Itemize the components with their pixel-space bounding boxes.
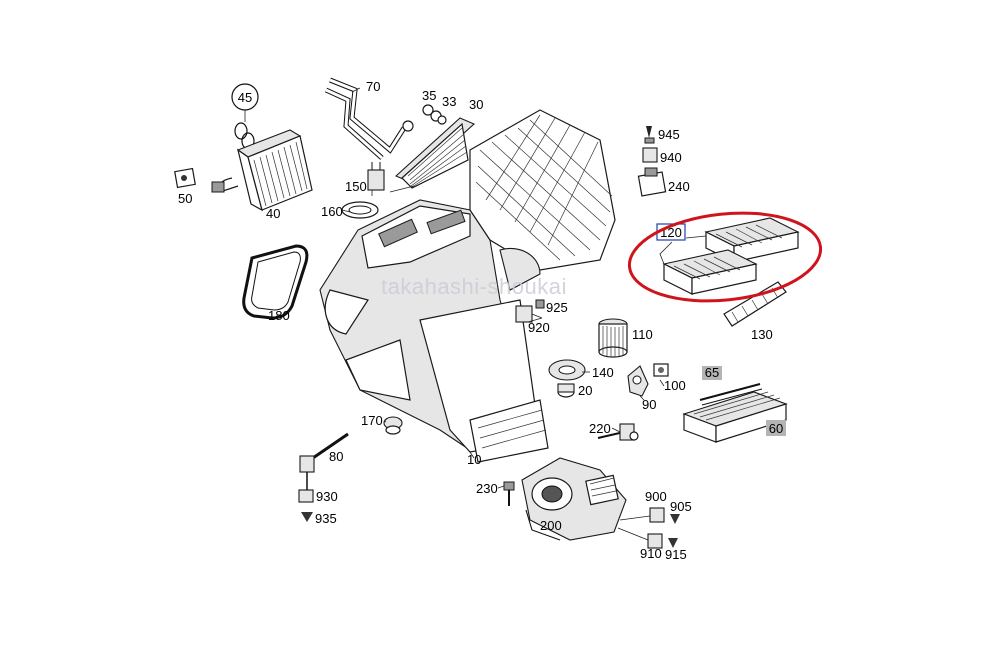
callout-920: 920 bbox=[528, 320, 550, 335]
part-65-strip bbox=[699, 366, 763, 406]
part-20-cap bbox=[557, 383, 575, 398]
callout-140: 140 bbox=[592, 365, 614, 380]
callout-170: 170 bbox=[361, 413, 383, 428]
callout-220: 220 bbox=[589, 421, 611, 436]
part-935-screw bbox=[301, 512, 313, 522]
part-90-actuator bbox=[627, 365, 649, 397]
part-240-actuator bbox=[637, 167, 667, 197]
callout-200: 200 bbox=[540, 518, 562, 533]
callout-labels: 45 70 35 33 30 945 940 240 50 40 150 160… bbox=[178, 79, 783, 562]
part-140-ring bbox=[548, 359, 586, 381]
part-100-sensor bbox=[653, 363, 669, 377]
callout-150: 150 bbox=[345, 179, 367, 194]
part-110-filter-element bbox=[598, 318, 628, 358]
part-915-screw bbox=[668, 538, 678, 548]
part-40-evaporator bbox=[211, 129, 313, 212]
part-900-plug bbox=[619, 507, 665, 523]
callout-100: 100 bbox=[664, 378, 686, 393]
part-925-clip bbox=[535, 299, 545, 309]
part-930-plug bbox=[298, 489, 314, 503]
callout-930: 930 bbox=[316, 489, 338, 504]
callout-110: 110 bbox=[632, 327, 653, 342]
part-150-sensor bbox=[367, 162, 385, 191]
callout-905: 905 bbox=[670, 499, 692, 514]
part-130-filter-frame bbox=[723, 281, 787, 327]
part-920-sensor bbox=[515, 305, 543, 323]
callout-910: 910 bbox=[640, 546, 662, 561]
part-70-pipes bbox=[324, 77, 414, 160]
part-60-filter bbox=[682, 391, 788, 443]
callout-130: 130 bbox=[751, 327, 773, 342]
callout-230: 230 bbox=[476, 481, 498, 496]
part-120-cabin-filters bbox=[659, 217, 800, 295]
part-10-hvac-housing bbox=[319, 109, 616, 463]
callout-20: 20 bbox=[578, 383, 592, 398]
callout-240: 240 bbox=[668, 179, 690, 194]
callout-70: 70 bbox=[366, 79, 380, 94]
callout-180: 180 bbox=[268, 308, 290, 323]
part-945-screw bbox=[644, 126, 655, 144]
callout-945: 945 bbox=[658, 127, 680, 142]
part-30-heater-core bbox=[394, 117, 476, 189]
part-80-sensor-rod bbox=[299, 432, 349, 490]
callout-30: 30 bbox=[469, 97, 483, 112]
part-50-block bbox=[174, 167, 196, 189]
highlight-ellipse bbox=[627, 211, 823, 303]
watermark-text: takahashi-shoukai bbox=[381, 274, 567, 299]
callout-160: 160 bbox=[321, 204, 343, 219]
callout-80: 80 bbox=[329, 449, 343, 464]
part-45-seals bbox=[231, 83, 259, 150]
callout-10: 10 bbox=[467, 452, 481, 467]
part-220-sensor bbox=[597, 423, 639, 441]
part-940-plug bbox=[642, 147, 658, 163]
callout-935: 935 bbox=[315, 511, 337, 526]
callout-33: 33 bbox=[442, 94, 456, 109]
part-230-screw bbox=[503, 481, 515, 506]
part-35-33-clips bbox=[422, 104, 447, 125]
callout-940: 940 bbox=[660, 150, 682, 165]
callout-925: 925 bbox=[546, 300, 568, 315]
part-910-plug bbox=[617, 527, 663, 549]
callout-35: 35 bbox=[422, 88, 436, 103]
callout-40: 40 bbox=[266, 206, 280, 221]
part-180-seal bbox=[242, 244, 309, 320]
callout-65: 65 bbox=[705, 365, 719, 380]
callout-60: 60 bbox=[769, 421, 783, 436]
callout-50: 50 bbox=[178, 191, 192, 206]
part-905-screw bbox=[670, 514, 680, 524]
part-200-blower bbox=[521, 457, 627, 541]
callout-900: 900 bbox=[645, 489, 667, 504]
callout-90: 90 bbox=[642, 397, 656, 412]
callout-45: 45 bbox=[238, 90, 252, 105]
part-160-grommet bbox=[341, 201, 379, 219]
leader-lines bbox=[341, 87, 665, 489]
callout-915: 915 bbox=[665, 547, 687, 562]
part-170-grommet bbox=[383, 416, 403, 435]
